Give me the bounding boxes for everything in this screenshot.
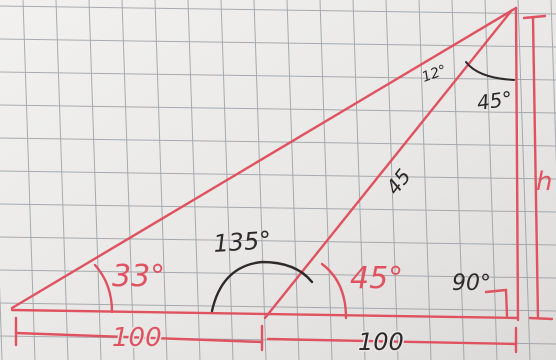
angle-arc-top [465, 61, 515, 81]
grid-line-vertical [121, 0, 135, 360]
grid-line-vertical [418, 0, 432, 360]
dim-line-left [14, 331, 264, 344]
dim-line-right [266, 337, 518, 346]
grid-line-vertical [253, 0, 267, 360]
angle-label-obtuse: 135° [212, 226, 272, 258]
length-label-left-base: 100 [112, 323, 162, 353]
angle-label-left: 33° [112, 259, 165, 294]
grid-line-horizontal [0, 170, 556, 180]
grid-line-vertical [88, 0, 102, 360]
right-angle-mark [484, 288, 509, 318]
grid-line-horizontal [0, 71, 556, 81]
grid-line-vertical [319, 0, 333, 360]
grid-line-vertical [385, 0, 399, 360]
length-label-right-base: 100 [358, 328, 404, 356]
grid-line-vertical [55, 0, 69, 360]
grid-line-vertical [550, 0, 556, 166]
angle-arc-middle [320, 262, 348, 320]
grid-line-horizontal [0, 38, 556, 48]
grid-line-horizontal [0, 302, 556, 312]
triangle-drawing [10, 6, 554, 354]
height-dimension [531, 16, 540, 320]
grid-line-horizontal [0, 203, 556, 213]
grid-line-vertical [484, 0, 498, 360]
grid-line-horizontal [0, 104, 556, 114]
hypotenuse-outer [10, 6, 518, 310]
angle-label-right: 90° [452, 271, 491, 296]
base-line [10, 308, 520, 320]
grid-line-vertical [352, 0, 366, 360]
grid-line-horizontal [0, 137, 556, 147]
grid-line-horizontal [0, 236, 556, 246]
grid-line-horizontal [0, 5, 556, 15]
angle-label-top-right: 45° [475, 86, 513, 115]
height-label: h [536, 167, 552, 197]
vertical-side [514, 6, 520, 322]
angle-arc-obtuse [210, 260, 314, 313]
angle-label-top-left: 12° [420, 62, 449, 86]
angle-arc-left [93, 263, 114, 314]
height-tick-bottom [528, 316, 554, 321]
angle-label-middle: 45° [350, 261, 403, 296]
height-tick-top [522, 14, 547, 20]
grid-line-vertical [22, 0, 36, 360]
grid-line-vertical [451, 0, 465, 360]
grid-line-horizontal [0, 269, 556, 279]
grid-line-vertical [154, 0, 168, 360]
hypotenuse-inner [263, 8, 514, 320]
grid-line-vertical [187, 0, 201, 360]
grid-line-vertical [517, 0, 531, 360]
grid-line-vertical [286, 0, 300, 360]
